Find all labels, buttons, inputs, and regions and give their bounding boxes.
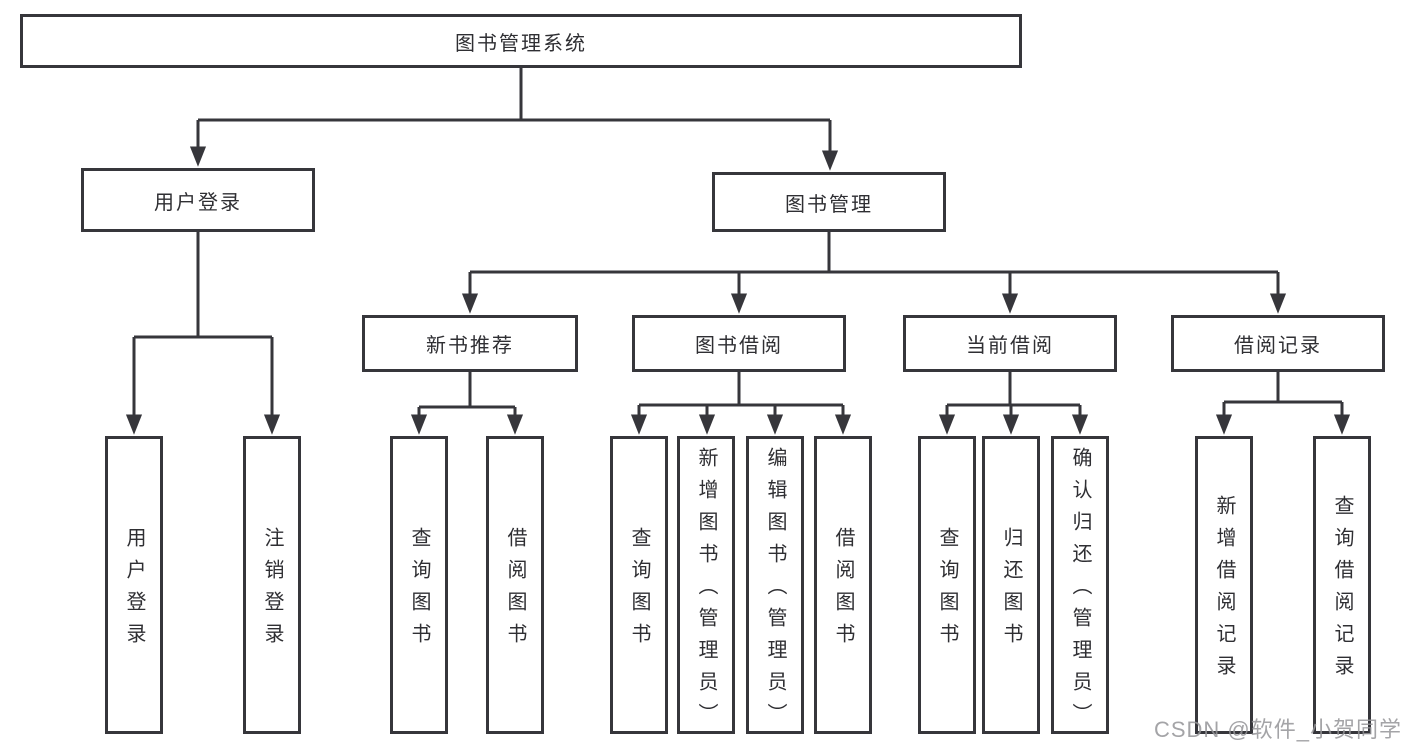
node-label: 新增图书（管理员）: [695, 447, 717, 735]
node-confirm-return-admin: 确认归还（管理员）: [1051, 436, 1109, 735]
node-label: 查询借阅记录: [1331, 495, 1353, 687]
node-label: 用户登录: [123, 527, 145, 655]
node-label: 归还图书: [1000, 527, 1022, 655]
node-logout: 注销登录: [243, 436, 301, 734]
node-borrowing-records: 借阅记录: [1171, 315, 1385, 372]
node-return-books: 归还图书: [982, 436, 1040, 734]
node-label: 查询图书: [936, 527, 958, 655]
node-query-books-2: 查询图书: [610, 436, 668, 734]
node-query-books-3: 查询图书: [918, 436, 976, 734]
node-add-books-admin: 新增图书（管理员）: [677, 436, 735, 735]
node-label: 查询图书: [408, 527, 430, 655]
node-label: 借阅图书: [504, 527, 526, 655]
node-book-management: 图书管理: [712, 172, 946, 232]
node-borrow-books-2: 借阅图书: [814, 436, 872, 734]
node-label: 查询图书: [628, 527, 650, 655]
node-query-borrow-record: 查询借阅记录: [1313, 436, 1371, 734]
node-label: 确认归还（管理员）: [1069, 447, 1091, 735]
node-label: 编辑图书（管理员）: [764, 447, 786, 735]
watermark: CSDN @软件_小贺同学: [1153, 717, 1402, 742]
node-user-login-group: 用户登录: [81, 168, 315, 232]
node-new-book-recommendation: 新书推荐: [362, 315, 578, 372]
node-library-management-system: 图书管理系统: [20, 14, 1022, 68]
node-user-login: 用户登录: [105, 436, 163, 734]
node-label: 借阅图书: [832, 527, 854, 655]
node-query-books-1: 查询图书: [390, 436, 448, 734]
node-current-borrowing: 当前借阅: [903, 315, 1117, 372]
node-add-borrow-record: 新增借阅记录: [1195, 436, 1253, 734]
node-label: 新增借阅记录: [1213, 495, 1235, 687]
node-borrow-books-1: 借阅图书: [486, 436, 544, 734]
node-edit-books-admin: 编辑图书（管理员）: [746, 436, 804, 735]
node-book-borrowing: 图书借阅: [632, 315, 846, 372]
node-label: 注销登录: [261, 527, 283, 655]
